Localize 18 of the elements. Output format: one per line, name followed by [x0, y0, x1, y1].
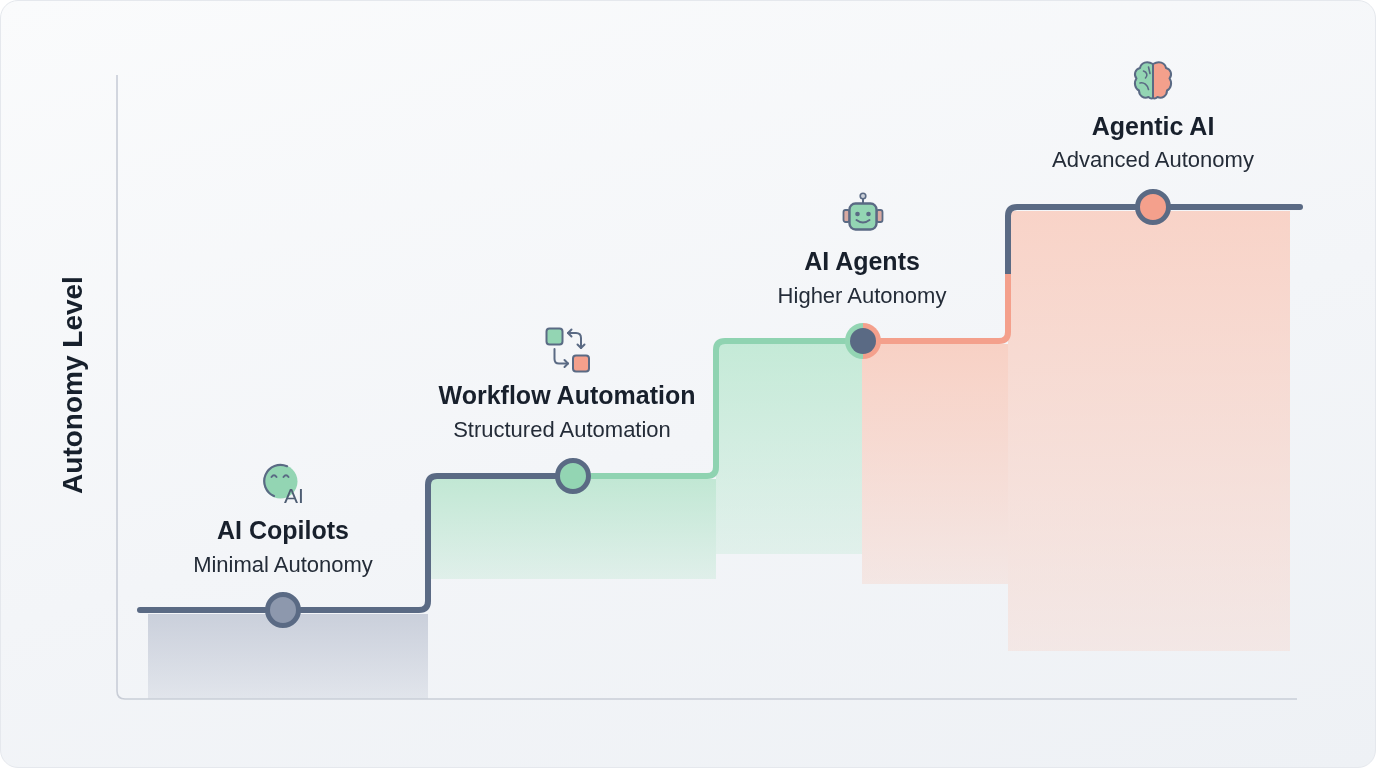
stage-title: AI Copilots	[217, 516, 349, 545]
milestone-marker	[1135, 189, 1171, 225]
step-line	[137, 607, 268, 613]
stage-subtitle: Higher Autonomy	[777, 283, 947, 309]
axis-title: Autonomy Level	[56, 276, 89, 494]
stage-title: Agentic AI	[1091, 112, 1215, 141]
milestone-marker	[555, 458, 591, 494]
milestone-marker	[265, 592, 301, 628]
step-line	[1168, 204, 1303, 210]
stage-subtitle: Structured Automation	[453, 417, 671, 443]
stage-title: AI Agents	[804, 247, 920, 276]
stage-title: Workflow Automation	[438, 381, 696, 410]
icon-label: AI	[284, 484, 304, 509]
stage-subtitle: Advanced Autonomy	[1052, 147, 1254, 173]
step-line	[298, 473, 558, 613]
milestone-marker	[845, 323, 881, 359]
stage-subtitle: Minimal Autonomy	[193, 552, 373, 578]
step-line	[588, 338, 848, 479]
